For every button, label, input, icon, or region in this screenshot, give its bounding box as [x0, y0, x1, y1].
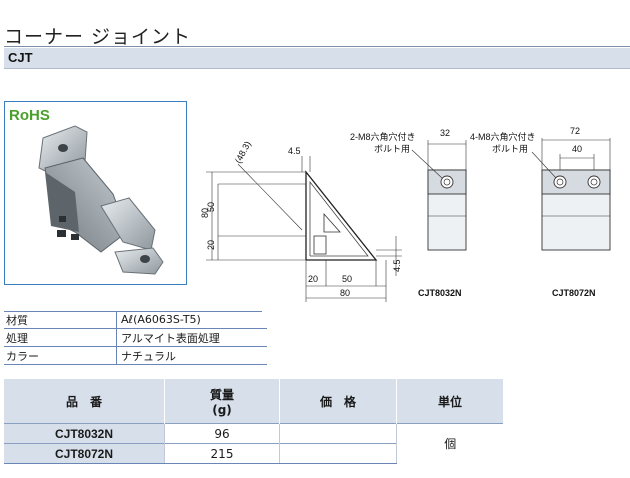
spec-value: ナチュラル [116, 346, 267, 365]
dim-72: 72 [570, 126, 580, 136]
model-cell: CJT8032N [4, 423, 165, 444]
spec-table: 材質 Aℓ(A6063S-T5) 処理 アルマイト表面処理 カラー ナチュラル [4, 311, 267, 365]
note-8032-line2: ボルト用 [374, 144, 410, 154]
title-rule [4, 46, 630, 47]
header-price: 価 格 [279, 379, 397, 424]
table-header-row: 品 番 質量 (g) 価 格 単位 [4, 379, 504, 424]
label-cjt8032n: CJT8032N [418, 288, 462, 298]
spec-value: Aℓ(A6063S-T5) [116, 311, 267, 329]
label-cjt8072n: CJT8072N [552, 288, 596, 298]
note-8072-line1: 4-M8六角穴付き [470, 131, 536, 142]
spec-key: 材質 [4, 311, 117, 329]
dim-40: 40 [572, 144, 582, 154]
header-mass: 質量 (g) [164, 379, 280, 424]
product-table: 品 番 質量 (g) 価 格 単位 CJT8032N 96 個 CJT8072N… [4, 379, 504, 464]
header-model: 品 番 [4, 379, 165, 424]
rohs-logo: RoHS [9, 107, 50, 124]
dim-48-3: (48.3) [233, 139, 253, 164]
spec-key: 処理 [4, 328, 117, 347]
table-row: CJT8032N 96 個 [4, 423, 504, 464]
header-mass-unit: (g) [212, 402, 232, 417]
product-code-bar [4, 48, 630, 69]
dim-80-vertical: 80 [200, 208, 210, 218]
dim-20-horizontal: 20 [308, 274, 318, 284]
product-photo [4, 101, 187, 285]
mass-cell: 96 [164, 423, 280, 444]
price-cell [279, 423, 397, 444]
dim-50-vertical: 50 [206, 202, 216, 212]
technical-drawing: (48.3) 4.5 80 50 20 20 50 80 4.5 32 2-M8… [200, 126, 611, 302]
header-unit: 単位 [396, 379, 504, 424]
price-cell [279, 443, 397, 464]
table-row: CJT8072N 215 [4, 443, 504, 464]
mass-cell: 215 [164, 443, 280, 464]
note-8072-line2: ボルト用 [492, 144, 528, 154]
spec-row-color: カラー ナチュラル [4, 346, 267, 365]
corner-joint-image [38, 125, 164, 275]
dim-20-vertical: 20 [206, 240, 216, 250]
dim-80-horizontal: 80 [340, 288, 350, 298]
spec-row-treatment: 処理 アルマイト表面処理 [4, 328, 267, 347]
spec-value: アルマイト表面処理 [116, 328, 267, 347]
dim-50-horizontal: 50 [342, 274, 352, 284]
unit-cell: 個 [396, 423, 504, 464]
product-code: CJT [8, 50, 33, 65]
dim-4-5-top: 4.5 [288, 146, 301, 156]
page-title: コーナー ジョイント [4, 26, 192, 48]
header-mass-label: 質量 [209, 387, 234, 402]
dim-32: 32 [440, 128, 450, 138]
spec-row-material: 材質 Aℓ(A6063S-T5) [4, 311, 267, 329]
note-8032-line1: 2-M8六角穴付き [350, 131, 416, 142]
dim-4-5-right: 4.5 [392, 259, 402, 272]
model-cell: CJT8072N [4, 443, 165, 464]
spec-key: カラー [4, 346, 117, 365]
